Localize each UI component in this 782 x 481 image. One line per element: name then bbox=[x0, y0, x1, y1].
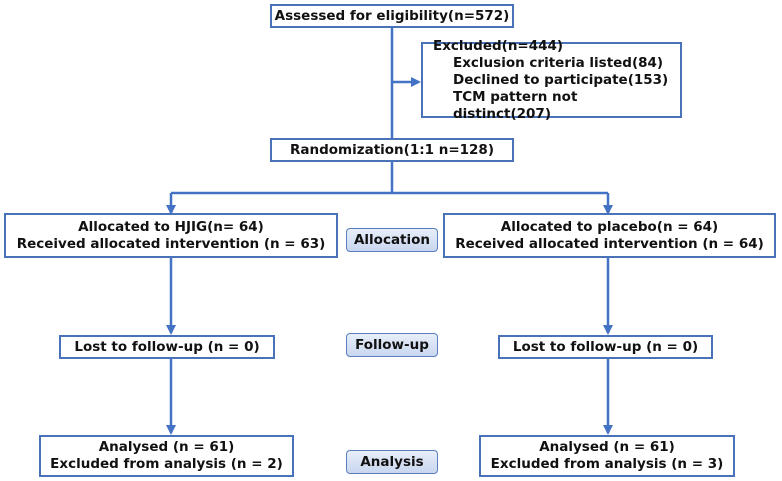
stage-label-allocation: Allocation bbox=[346, 228, 438, 252]
randomization-box: Randomization(1:1 n=128) bbox=[270, 138, 514, 162]
left-allocated-text: Allocated to HJIG(n= 64) bbox=[78, 218, 264, 235]
left-excluded-analysis-text: Excluded from analysis (n = 2) bbox=[50, 456, 283, 472]
right-lost-box: Lost to follow-up (n = 0) bbox=[498, 335, 713, 359]
excluded-item: Exclusion criteria listed(84) bbox=[453, 54, 664, 71]
stage-analysis-text: Analysis bbox=[360, 454, 424, 470]
left-lost-box: Lost to follow-up (n = 0) bbox=[59, 335, 275, 359]
left-analysed-text: Analysed (n = 61) bbox=[98, 439, 235, 455]
left-lost-text: Lost to follow-up (n = 0) bbox=[74, 338, 260, 355]
stage-label-follow-up: Follow-up bbox=[346, 333, 438, 357]
excluded-box: Excluded(n=444) Exclusion criteria liste… bbox=[421, 38, 682, 122]
right-allocated-text: Allocated to placebo(n = 64) bbox=[500, 218, 719, 235]
excluded-item: TCM pattern not distinct(207) bbox=[453, 88, 578, 122]
right-allocation-box: Allocated to placebo(n = 64) Received al… bbox=[443, 213, 776, 258]
left-allocation-box: Allocated to HJIG(n= 64) Received alloca… bbox=[4, 213, 338, 258]
stage-label-analysis: Analysis bbox=[346, 450, 438, 474]
left-received-text: Received allocated intervention (n = 63) bbox=[16, 235, 326, 252]
stage-allocation-text: Allocation bbox=[353, 232, 431, 248]
stage-follow-up-text: Follow-up bbox=[355, 337, 429, 353]
right-analysed-box: Analysed (n = 61) Excluded from analysis… bbox=[479, 435, 735, 477]
right-analysed-text: Analysed (n = 61) bbox=[539, 439, 675, 455]
left-analysed-box: Analysed (n = 61) Excluded from analysis… bbox=[39, 435, 294, 477]
assessed-box: Assessed for eligibility(n=572) bbox=[270, 4, 514, 28]
excluded-title: Excluded(n=444) bbox=[433, 37, 564, 54]
randomization-text: Randomization(1:1 n=128) bbox=[289, 141, 494, 158]
right-received-text: Received allocated intervention (n = 64) bbox=[455, 235, 764, 252]
right-excluded-analysis-text: Excluded from analysis (n = 3) bbox=[490, 456, 724, 472]
excluded-item: Declined to participate(153) bbox=[453, 71, 669, 88]
right-lost-text: Lost to follow-up (n = 0) bbox=[512, 338, 699, 355]
assessed-text: Assessed for eligibility(n=572) bbox=[274, 7, 510, 24]
